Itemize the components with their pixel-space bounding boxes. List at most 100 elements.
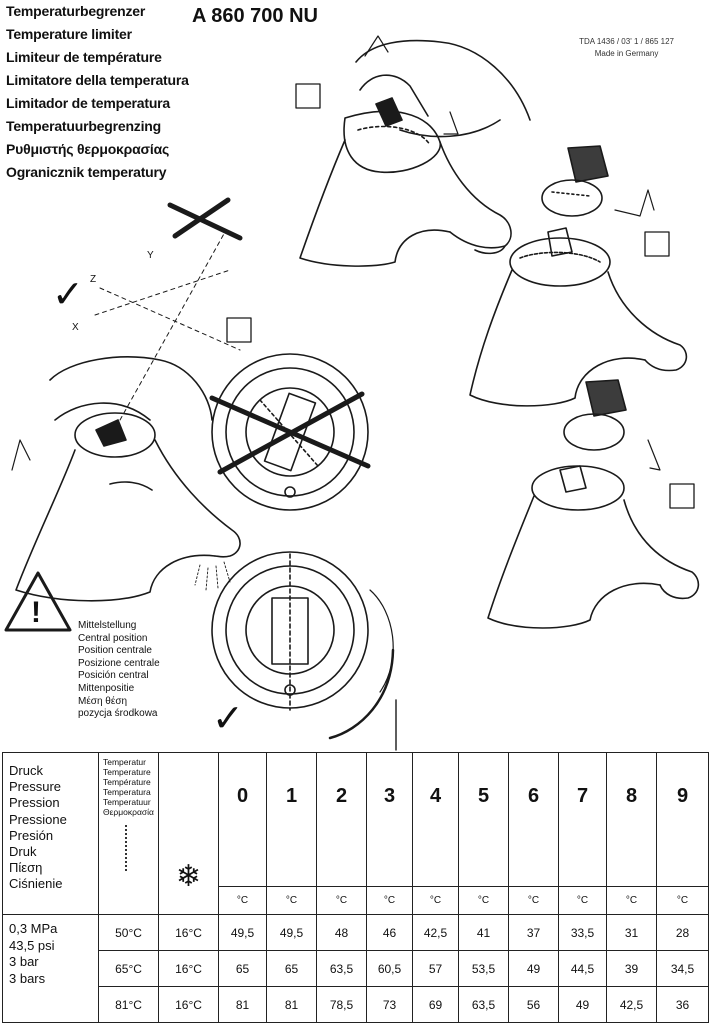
hot-temperature-cell: 50°C <box>98 914 159 951</box>
table-row: 65°C 16°C 65 65 63,5 60,5 57 53,5 49 44,… <box>3 950 709 987</box>
column-header: 4 <box>412 752 459 887</box>
pressure-condition: 0,3 MPa 43,5 psi 3 bar 3 bars <box>2 914 99 1023</box>
installation-illustration: ! X Y Z <box>4 35 700 751</box>
table-cell: 57 <box>412 950 459 987</box>
central-position-label: Position centrale <box>78 645 152 657</box>
faucet-illustration-left <box>11 356 241 602</box>
table-cell: 39 <box>606 950 657 987</box>
temperature-header-label: Temperatur <box>103 757 146 767</box>
check-icon-axes: ✓ <box>52 274 84 316</box>
table-cell: 65 <box>266 950 317 987</box>
table-cell: 81 <box>218 986 267 1023</box>
check-icon-central: ✓ <box>212 698 244 740</box>
pressure-header-label: Πίεση <box>9 860 43 876</box>
table-cell: 73 <box>366 986 413 1023</box>
hot-temperature-cell: 81°C <box>98 986 159 1023</box>
pressure-value: 43,5 psi <box>9 937 55 953</box>
central-position-label: Mittenpositie <box>78 682 135 694</box>
table-row: 0,3 MPa 43,5 psi 3 bar 3 bars 50°C 16°C … <box>2 914 709 1023</box>
title-pl: Ogranicznik temperatury <box>6 164 167 180</box>
table-cell: 81 <box>266 986 317 1023</box>
central-position-label: Μέση θέση <box>78 695 128 707</box>
pressure-header-label: Ciśnienie <box>9 876 63 892</box>
unit-cell: °C <box>508 886 559 915</box>
table-cell: 34,5 <box>656 950 709 987</box>
column-header: 9 <box>656 752 709 887</box>
cartridge-top-view-correct <box>211 551 397 751</box>
pressure-header-label: Pressure <box>9 779 62 795</box>
table-cell: 48 <box>316 914 367 951</box>
pressure-value: 0,3 MPa <box>9 921 58 936</box>
table-cell: 49 <box>508 950 559 987</box>
central-position-label: Central position <box>78 632 148 644</box>
temperature-header-label: Temperatura <box>103 787 151 797</box>
unit-cell: °C <box>458 886 509 915</box>
unit-cell: °C <box>606 886 657 915</box>
axis-label-z: Z <box>90 274 96 285</box>
temperature-table: Druck Pressure Pression Pressione Presió… <box>2 752 709 1023</box>
table-cell: 60,5 <box>366 950 413 987</box>
table-cell: 78,5 <box>316 986 367 1023</box>
unit-cell: °C <box>412 886 459 915</box>
table-cell: 46 <box>366 914 413 951</box>
table-cell: 37 <box>508 914 559 951</box>
table-cell: 63,5 <box>458 986 509 1023</box>
central-position-label: Mittelstellung <box>78 620 137 631</box>
thermometer-icon <box>125 825 131 871</box>
pressure-value: 3 bar <box>9 954 39 969</box>
title-fr: Limiteur de température <box>6 49 162 65</box>
wrong-orientation-axes <box>94 197 252 421</box>
warning-icon: ! <box>4 571 72 632</box>
cold-temperature-cell: 16°C <box>158 914 219 951</box>
column-header: 1 <box>266 752 317 887</box>
hot-temperature-cell: 65°C <box>98 950 159 987</box>
title-block: Temperaturbegrenzer Temperature limiter … <box>6 0 189 184</box>
table-cell: 56 <box>508 986 559 1023</box>
column-header: 2 <box>316 752 367 887</box>
unit-cell: °C <box>558 886 607 915</box>
pressure-header-label: Druk <box>9 844 37 860</box>
faucet-illustration-right-upper <box>469 145 688 407</box>
table-cell: 42,5 <box>606 986 657 1023</box>
table-cell: 31 <box>606 914 657 951</box>
unit-cell: °C <box>316 886 367 915</box>
central-position-label: Posizione centrale <box>78 657 160 669</box>
table-cell: 33,5 <box>558 914 607 951</box>
pressure-header: Druck Pressure Pression Pressione Presió… <box>2 752 99 915</box>
column-header: 5 <box>458 752 509 887</box>
title-es: Limitador de temperatura <box>6 95 171 111</box>
table-cell: 49 <box>558 986 607 1023</box>
pressure-header-label: Pressione <box>9 811 67 827</box>
column-header: 0 <box>218 752 267 887</box>
unit-cell: °C <box>266 886 317 915</box>
title-el: Ρυθμιστής θερμοκρασίας <box>6 141 170 157</box>
cold-temperature-cell: 16°C <box>158 986 219 1023</box>
pressure-header-label: Pression <box>9 795 60 811</box>
unit-cell: °C <box>218 886 267 915</box>
table-cell: 49,5 <box>266 914 317 951</box>
table-cell: 44,5 <box>558 950 607 987</box>
table-header-row: Druck Pressure Pression Pressione Presió… <box>2 752 709 915</box>
temperature-header-label: Temperatuur <box>103 797 151 807</box>
table-cell: 69 <box>412 986 459 1023</box>
temperature-header-label: Θερμοκρασία <box>103 807 154 817</box>
axis-label-y: Y <box>147 250 154 261</box>
table-cell: 42,5 <box>412 914 459 951</box>
cartridge-top-view-wrong <box>209 353 371 511</box>
title-en: Temperature limiter <box>6 26 132 42</box>
faucet-illustration-right-lower <box>487 379 700 629</box>
table-row: 81°C 16°C 81 81 78,5 73 69 63,5 56 49 42… <box>3 986 709 1023</box>
column-header: 8 <box>606 752 657 887</box>
title-de: Temperaturbegrenzer <box>6 3 146 19</box>
central-position-label: Posición central <box>78 670 149 682</box>
table-cell: 53,5 <box>458 950 509 987</box>
table-cell: 41 <box>458 914 509 951</box>
unit-cell: °C <box>366 886 413 915</box>
cold-temperature-cell: 16°C <box>158 950 219 987</box>
temperature-header-label: Température <box>103 777 151 787</box>
unit-cell: °C <box>656 886 709 915</box>
snowflake-icon: ❄ <box>175 860 202 893</box>
pressure-value: 3 bars <box>9 970 46 986</box>
column-header: 7 <box>558 752 607 887</box>
doc-ref: TDA 1436 / 03' 1 / 865 127 <box>579 37 674 46</box>
